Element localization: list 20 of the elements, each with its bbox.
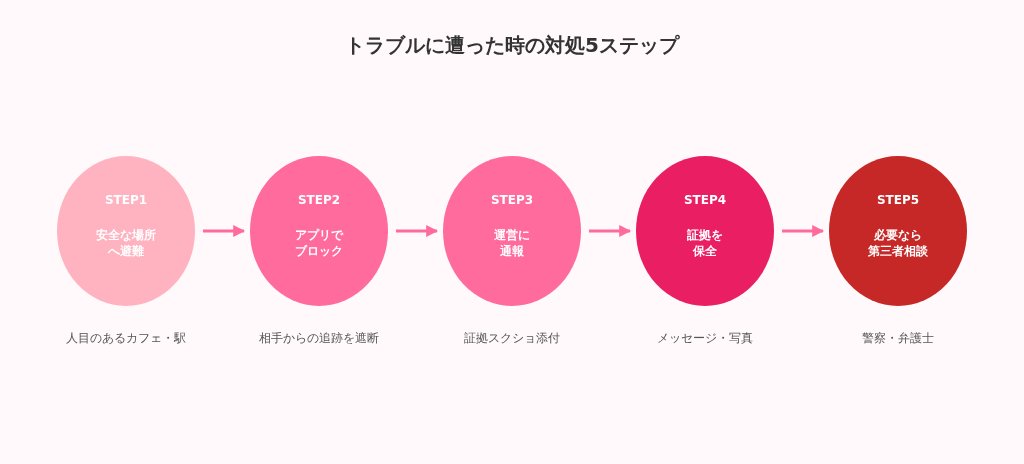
step-label: 安全な場所へ避難 bbox=[95, 228, 157, 260]
step-number: STEP5 bbox=[875, 193, 921, 207]
diagram-title: トラブルに遭った時の対処5ステップ bbox=[344, 32, 681, 59]
step-number: STEP1 bbox=[103, 193, 149, 207]
step-caption: メッセージ・写真 bbox=[656, 331, 754, 346]
arrow bbox=[589, 225, 632, 237]
step-label: 必要なら第三者相談 bbox=[867, 228, 929, 260]
arrow bbox=[782, 225, 825, 237]
step-caption: 警察・弁護士 bbox=[861, 331, 935, 346]
step-number: STEP2 bbox=[296, 193, 342, 207]
arrow bbox=[203, 225, 246, 237]
step-label: 運営に通報 bbox=[493, 228, 531, 260]
step-caption: 証拠スクショ添付 bbox=[463, 331, 561, 346]
step-label: 証拠を保全 bbox=[686, 228, 724, 260]
step-label: アプリでブロック bbox=[294, 228, 345, 260]
step-caption: 相手からの追跡を遮断 bbox=[258, 331, 380, 346]
step-number: STEP3 bbox=[489, 193, 535, 207]
step-number: STEP4 bbox=[682, 193, 728, 207]
arrow bbox=[396, 225, 439, 237]
step-caption: 人目のあるカフェ・駅 bbox=[65, 331, 187, 346]
